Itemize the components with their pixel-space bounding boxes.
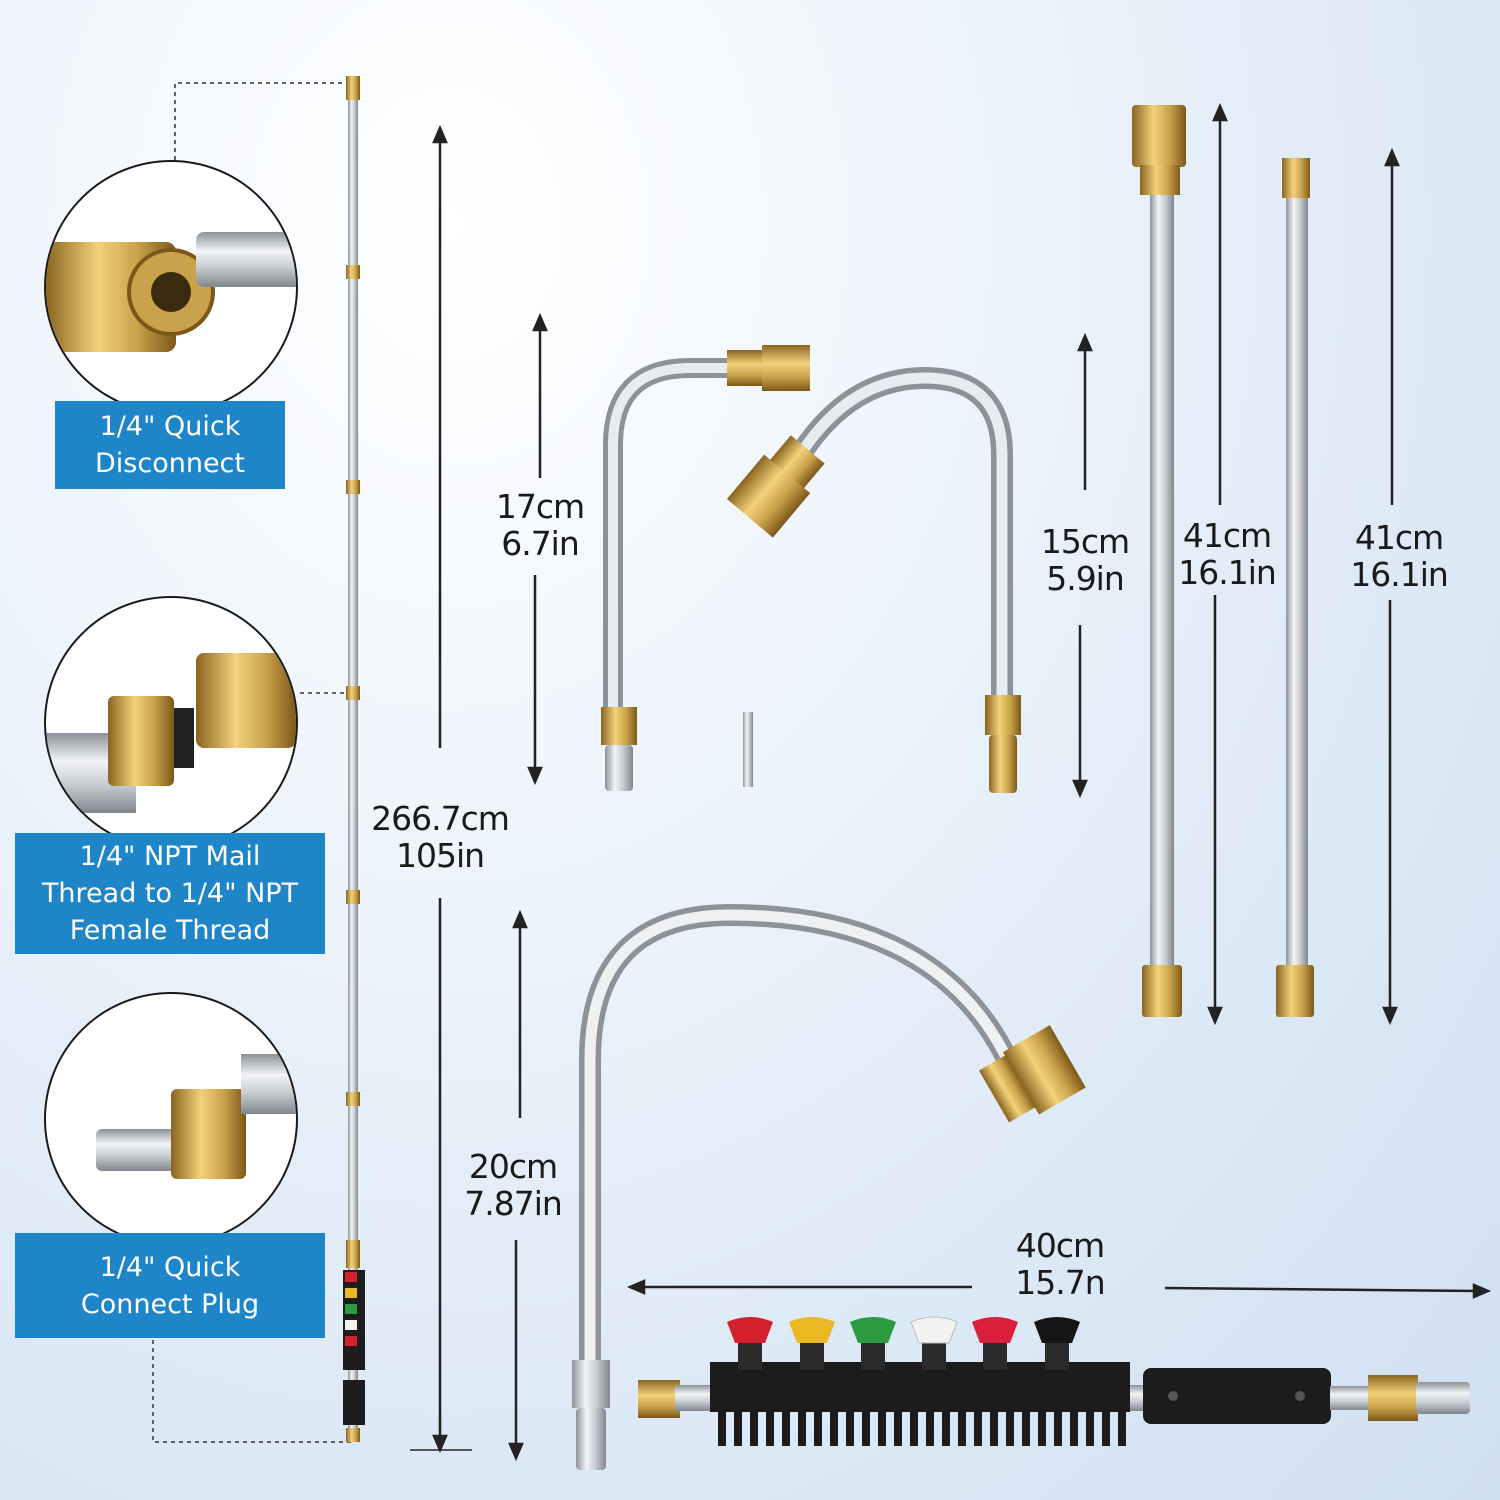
label-quick-disconnect: 1/4" Quick Disconnect <box>55 401 285 489</box>
dimension-metric: 15cm <box>1040 522 1130 561</box>
dimension-nozzle-holder: 40cm 15.7n <box>995 1227 1125 1301</box>
dimension-total-length: 266.7cm 105in <box>355 800 525 874</box>
straight-rod-2 <box>1276 158 1314 1017</box>
label-line: Thread to 1/4" NPT <box>41 878 299 909</box>
nozzle-tip-red-2 <box>972 1317 1018 1370</box>
straight-rod-2-arrow <box>1382 147 1400 1026</box>
u-curved-arrow <box>1072 332 1093 799</box>
dimension-straight-rod-2: 41cm 16.1in <box>1334 519 1464 593</box>
long-wand <box>343 76 365 1442</box>
long-curved-wand <box>572 903 1086 1470</box>
dimension-u-curved: 15cm 5.9in <box>1020 523 1150 597</box>
dimension-metric: 40cm <box>1015 1226 1105 1265</box>
dimension-imperial: 105in <box>395 836 485 875</box>
u-curved-wand <box>726 366 1021 793</box>
dimension-metric: 41cm <box>1354 518 1444 557</box>
dimension-short-curved: 17cm 6.7in <box>475 488 605 562</box>
dimension-imperial: 15.7n <box>1015 1263 1105 1302</box>
short-curved-arrow <box>527 312 548 786</box>
dimension-metric: 20cm <box>468 1147 558 1186</box>
label-line: Female Thread <box>69 915 271 946</box>
dimension-straight-rod-1: 41cm 16.1in <box>1162 517 1292 591</box>
dimension-metric: 266.7cm <box>371 799 510 838</box>
nozzle-tip-red <box>727 1317 773 1370</box>
nozzle-tip-yellow <box>789 1317 835 1370</box>
label-line: Connect Plug <box>80 1288 260 1320</box>
leader-lines <box>152 82 352 1443</box>
label-quick-connect-plug: 1/4" Quick Connect Plug <box>15 1233 325 1338</box>
label-line: 1/4" Quick <box>99 1251 241 1283</box>
dimension-metric: 17cm <box>495 487 585 526</box>
nozzle-tip-green <box>850 1317 896 1370</box>
nozzle-holder-arrow <box>626 1279 1492 1299</box>
total-length-arrow <box>410 124 472 1454</box>
long-curved-arrow <box>508 909 528 1462</box>
dimension-imperial: 7.87in <box>464 1184 563 1223</box>
nozzle-tip-black <box>1034 1317 1080 1370</box>
straight-rod-1 <box>1132 105 1186 1017</box>
detail-circle-quick-connect-plug <box>44 992 298 1246</box>
short-curved-wand <box>601 345 810 791</box>
label-line: Disconnect <box>95 448 245 479</box>
nozzle-tips <box>727 1316 1080 1370</box>
nozzle-tip-white <box>910 1316 958 1370</box>
dimension-imperial: 5.9in <box>1046 559 1125 598</box>
dimension-imperial: 6.7in <box>501 524 580 563</box>
straight-rod-1-arrow <box>1207 102 1228 1026</box>
detail-circle-quick-disconnect <box>44 160 298 414</box>
dimension-imperial: 16.1in <box>1350 555 1449 594</box>
label-line: 1/4" Quick <box>99 411 241 442</box>
dimension-metric: 41cm <box>1182 516 1272 555</box>
detail-circle-npt-thread <box>44 596 298 850</box>
label-npt-thread: 1/4" NPT Mail Thread to 1/4" NPT Female … <box>15 833 325 954</box>
nozzle-holder-wand <box>638 1362 1470 1446</box>
small-fragment <box>743 712 753 787</box>
label-line: 1/4" NPT Mail <box>79 841 261 872</box>
dimension-long-curved: 20cm 7.87in <box>448 1148 578 1222</box>
dimension-imperial: 16.1in <box>1178 553 1277 592</box>
